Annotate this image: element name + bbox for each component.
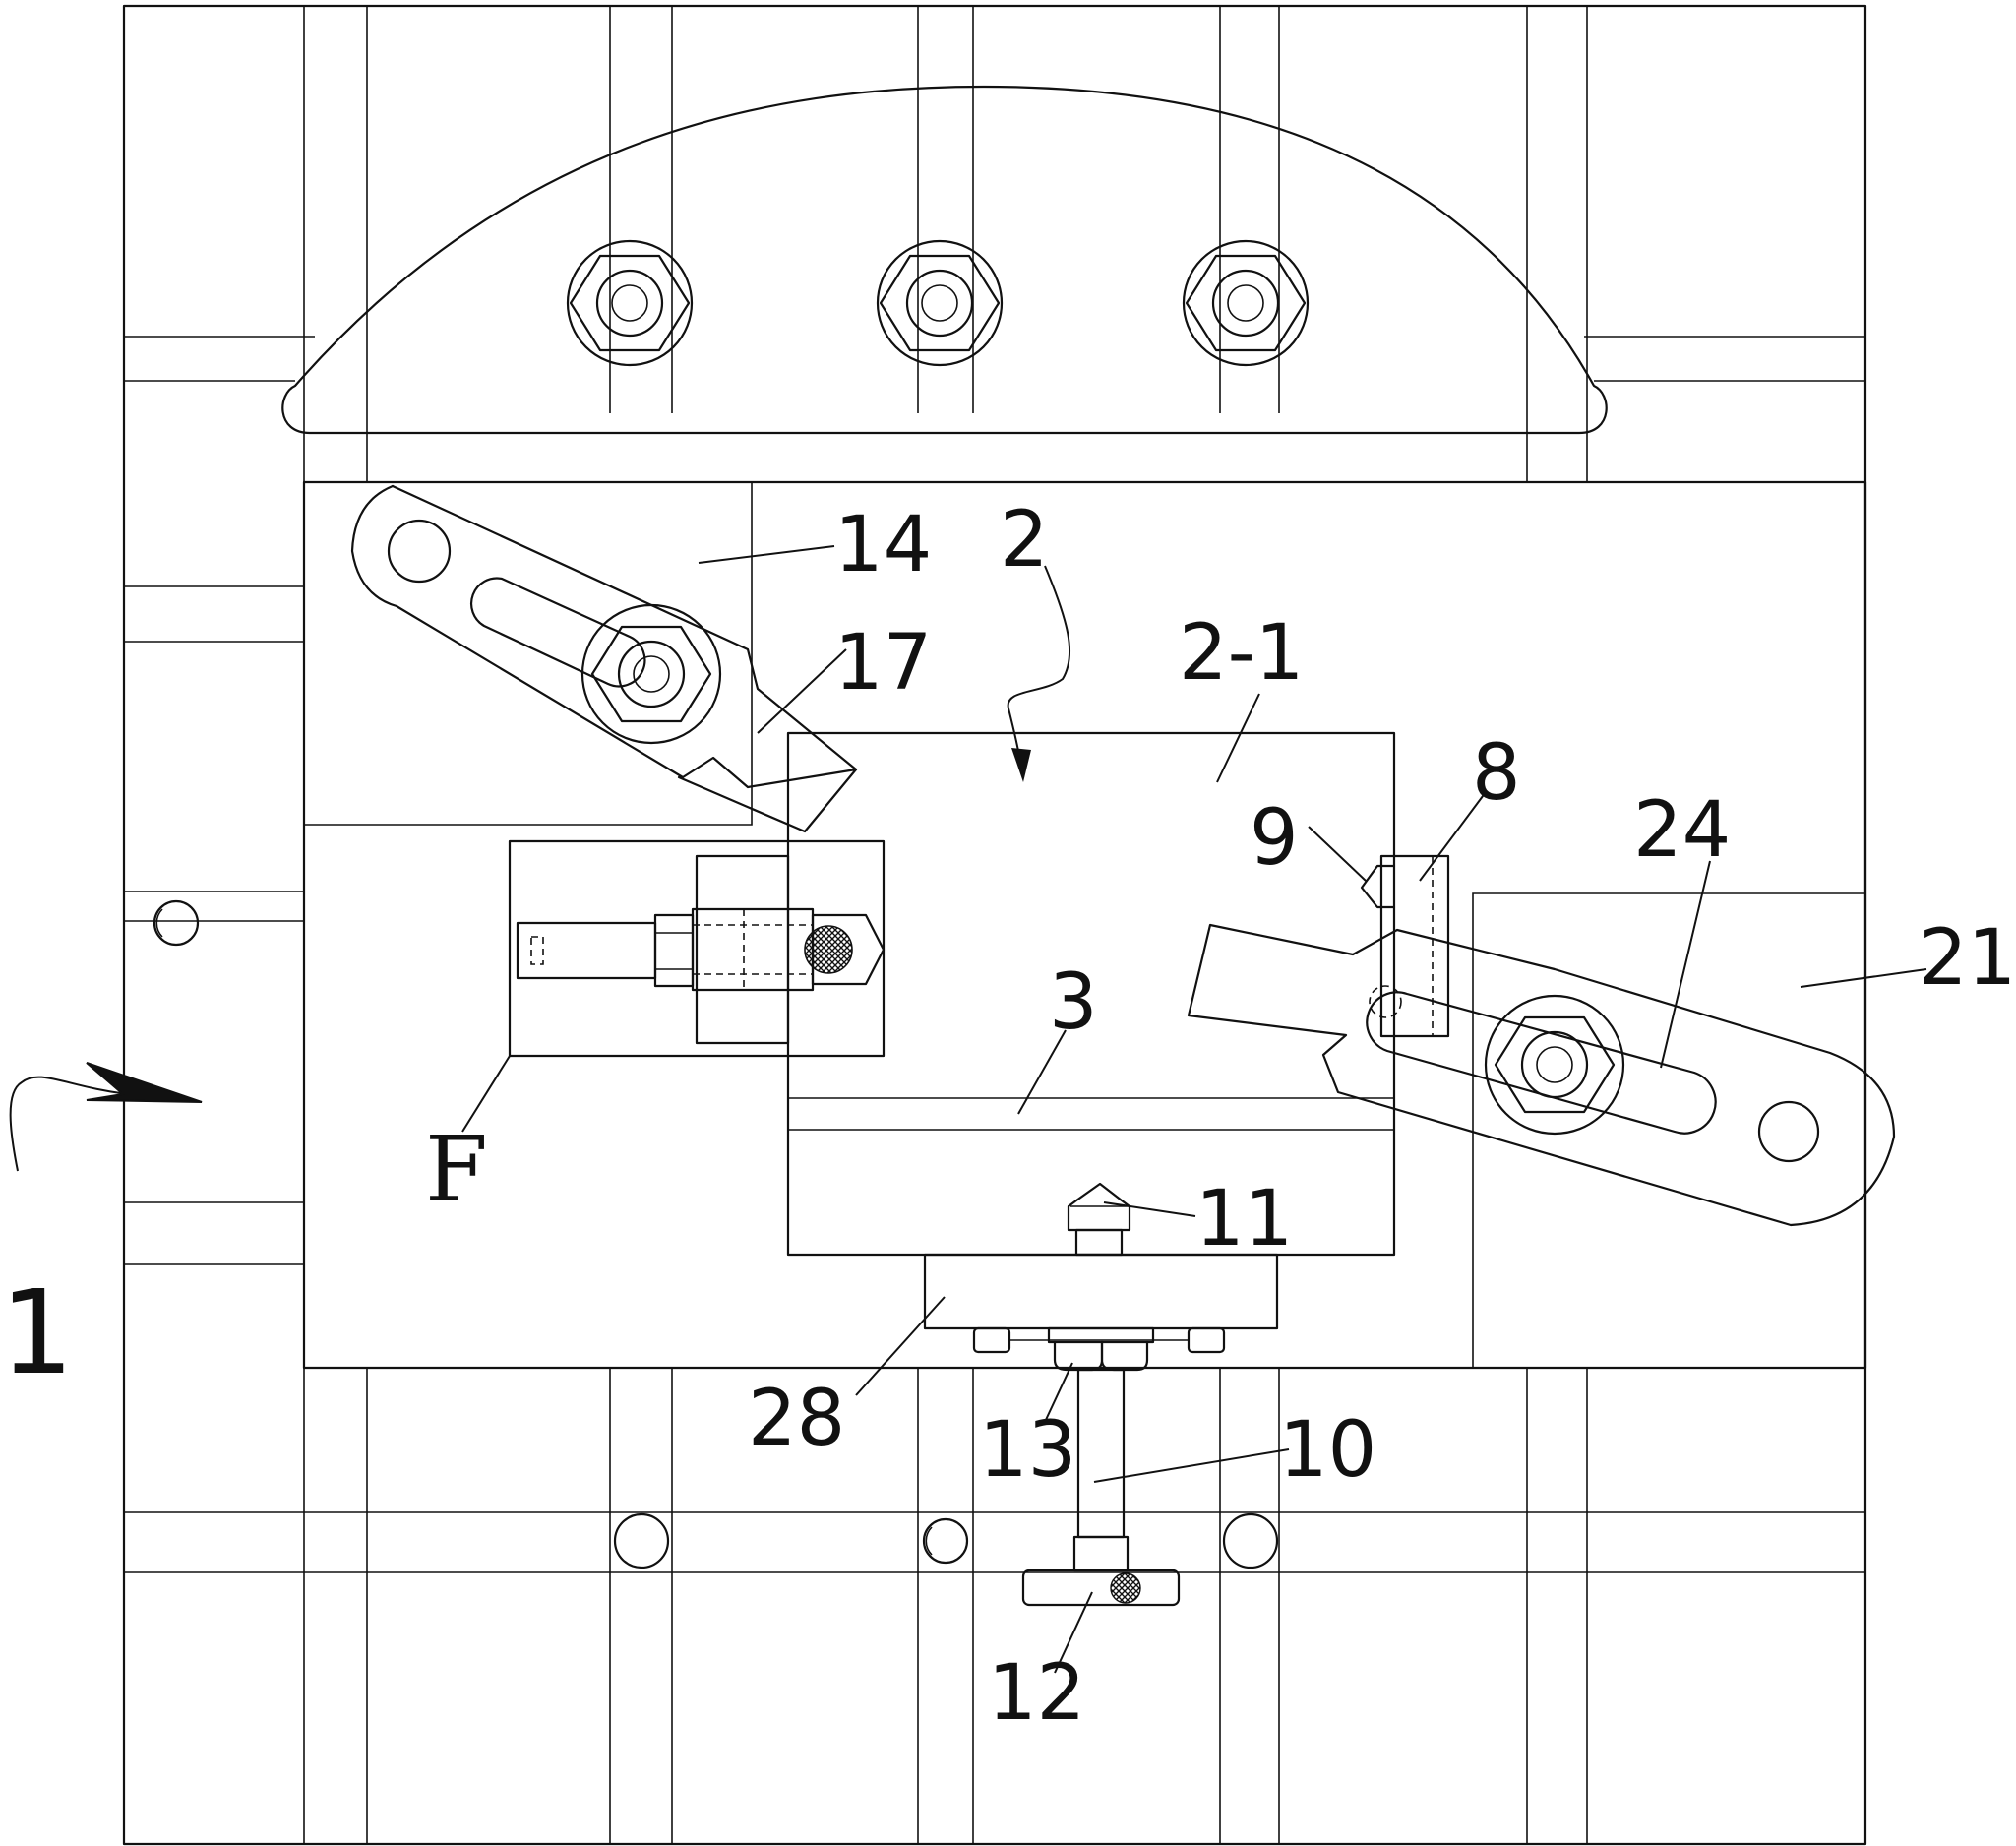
- label-2: 2: [1000, 496, 1049, 585]
- label-F: F: [425, 1117, 488, 1222]
- label-12: 12: [988, 1649, 1085, 1738]
- side-pusher: [508, 839, 886, 1058]
- arc-bolt-2: [876, 239, 1004, 367]
- locating-block: [1360, 854, 1450, 1038]
- label-10: 10: [1279, 1406, 1376, 1495]
- label-24: 24: [1633, 786, 1731, 875]
- label-13: 13: [979, 1406, 1076, 1495]
- mounting-plate: [302, 480, 1867, 1370]
- arc-bolt-3: [1182, 239, 1310, 367]
- label-11: 11: [1195, 1175, 1293, 1263]
- label-21: 21: [1919, 914, 2016, 1003]
- label-9: 9: [1250, 794, 1299, 883]
- arrow-1-icon: [86, 1062, 203, 1103]
- left-pressing-arm: [350, 484, 858, 833]
- label-2-1: 2-1: [1179, 609, 1304, 698]
- label-17: 17: [834, 619, 932, 708]
- arc-bolt-1: [566, 239, 694, 367]
- right-pressing-arm: [1187, 923, 1896, 1227]
- base-frame: [122, 4, 1867, 1846]
- label-8: 8: [1472, 729, 1521, 818]
- label-14: 14: [834, 501, 932, 589]
- label-1: 1: [0, 1264, 74, 1400]
- label-3: 3: [1049, 958, 1098, 1047]
- part-labels: 1 2 2-1 3 8 9 10 11 12 13 14 17 21 24 28…: [0, 496, 2016, 1738]
- bottom-adjuster: [923, 1182, 1279, 1607]
- arc-clamp: [281, 85, 1608, 435]
- leader-lines: [9, 545, 1927, 1674]
- label-28: 28: [748, 1375, 845, 1463]
